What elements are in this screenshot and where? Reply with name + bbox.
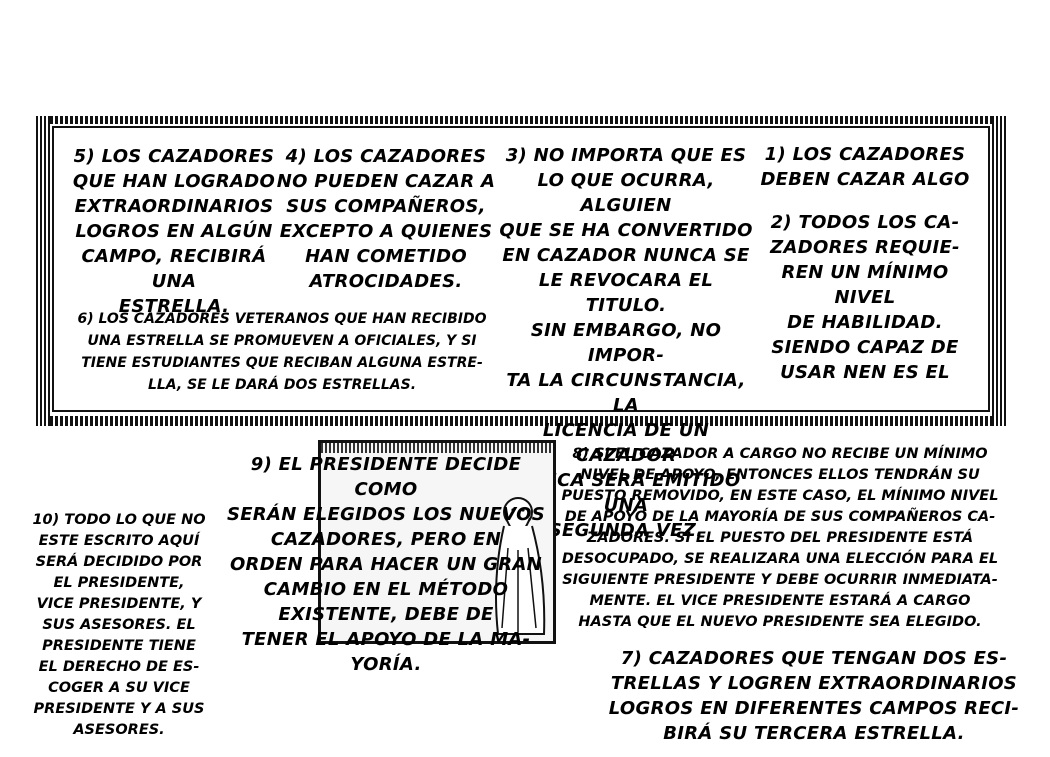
panel-border-left bbox=[36, 116, 50, 426]
rule-7-text: 7) CAZADORES QUE TENGAN DOS ES- TRELLAS … bbox=[608, 648, 1020, 744]
panel-border-right bbox=[992, 116, 1006, 426]
rule-9-text: 9) EL PRESIDENTE DECIDE COMO SERÁN ELEGI… bbox=[226, 454, 546, 675]
panel-border-bottom bbox=[50, 416, 992, 426]
rule-5-text: 5) LOS CAZADORES QUE HAN LOGRADO EXTRAOR… bbox=[72, 146, 276, 317]
rule-2-text: 2) TODOS LOS CA- ZADORES REQUIE- REN UN … bbox=[770, 212, 960, 383]
rule-10-text: 10) TODO LO QUE NO ESTE ESCRITO AQUÍ SER… bbox=[32, 512, 206, 738]
rule-4-text: 4) LOS CAZADORES NO PUEDEN CAZAR A SUS C… bbox=[276, 146, 496, 292]
inset-hatch bbox=[321, 443, 553, 453]
panel-border-top bbox=[50, 116, 992, 124]
rule-3-text: 3) NO IMPORTA QUE ES LO QUE OCURRA, ALGU… bbox=[499, 145, 753, 541]
rule-1-text: 1) LOS CAZADORES DEBEN CAZAR ALGO bbox=[760, 144, 970, 190]
panel-inner-frame bbox=[52, 126, 990, 412]
old-man-figure-icon bbox=[484, 488, 550, 638]
rule-6-text: 6) LOS CAZADORES VETERANOS QUE HAN RECIB… bbox=[77, 311, 487, 393]
rule-8-text: 8) SI EL CAZADOR A CARGO NO RECIBE UN MÍ… bbox=[561, 446, 999, 630]
rules-panel bbox=[36, 116, 1006, 426]
